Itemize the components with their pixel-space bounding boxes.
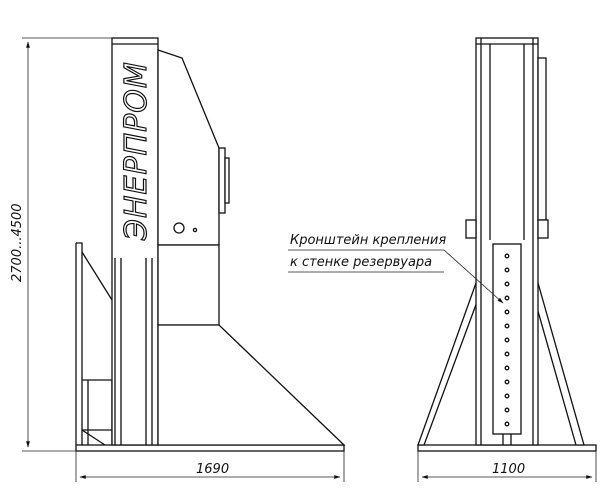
side-width-dimension: 1690 (75, 451, 345, 482)
front-width-label: 1100 (492, 462, 525, 477)
side-base-plate (75, 444, 345, 452)
side-main-column (111, 37, 159, 446)
callout-line-2: к стенке резервуара (290, 255, 432, 270)
side-width-label: 1690 (196, 462, 229, 477)
front-view (417, 37, 597, 452)
wall-bracket (492, 243, 522, 445)
front-width-dimension: 1100 (417, 451, 597, 482)
side-left-flap (75, 242, 113, 446)
height-dimension: 2700...4500 (10, 37, 112, 452)
bracket-callout: Кронштейн крепления к стенке резервуара (288, 233, 504, 304)
callout-line-1: Кронштейн крепления (290, 233, 446, 248)
brand-logo: ЭНЕРПРОМ (119, 61, 154, 241)
side-view: ЭНЕРПРОМ (75, 37, 346, 452)
side-housing (157, 49, 346, 446)
front-base-plate (417, 444, 597, 452)
side-knob (173, 222, 185, 234)
height-dimension-label: 2700...4500 (10, 203, 25, 282)
